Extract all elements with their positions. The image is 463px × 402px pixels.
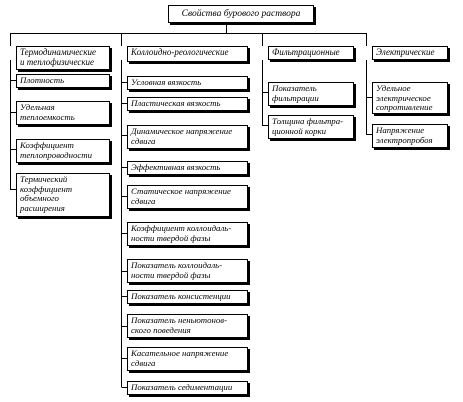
item-breakdown-voltage: Напряжение электропробоя [372, 124, 448, 148]
category-thermodynamic: Термодинамические и теплофизические [16, 46, 110, 70]
category-colloid-rheological: Коллоидно-реологические [127, 46, 248, 62]
item-static-shear-stress: Статическое напряжение сдвига [127, 185, 248, 209]
item-non-newtonian-index: Показатель неньютонов- ского поведения [127, 314, 248, 338]
item-colloidality-coefficient: Коэффициент коллоидаль- ности твердой фа… [127, 222, 248, 246]
item-colloidality-index: Показатель коллоидаль- ности твердой фаз… [127, 259, 248, 283]
item-dynamic-shear-stress: Динамическое напряжение сдвига [127, 125, 248, 149]
category-electrical: Электрические [372, 46, 448, 60]
item-effective-viscosity: Эффективная вязкость [127, 161, 248, 175]
item-filtration-index: Показатель фильтрации [268, 82, 354, 106]
item-filter-cake-thickness: Толщина фильтра- ционной корки [268, 115, 354, 139]
item-thermal-conductivity: Коэффициент теплопроводности [16, 139, 110, 163]
item-thermal-expansion: Термический коэффициент объемного расшир… [16, 173, 110, 217]
item-shear-stress: Касательное напряжение сдвига [127, 347, 248, 371]
item-specific-heat: Удельная теплоемкость [16, 101, 110, 125]
item-density: Плотность [16, 74, 110, 88]
item-sedimentation-index: Показатель седиментации [127, 381, 248, 395]
item-plastic-viscosity: Пластическая вязкость [127, 97, 248, 111]
category-filtration: Фильтрационные [268, 46, 354, 60]
item-consistency-index: Показатель консистенции [127, 290, 248, 304]
root-node: Свойства бурового раствора [168, 5, 314, 23]
item-conditional-viscosity: Условная вязкость [127, 76, 248, 90]
item-electrical-resistivity: Удельное электрическое сопротивление [372, 82, 448, 114]
